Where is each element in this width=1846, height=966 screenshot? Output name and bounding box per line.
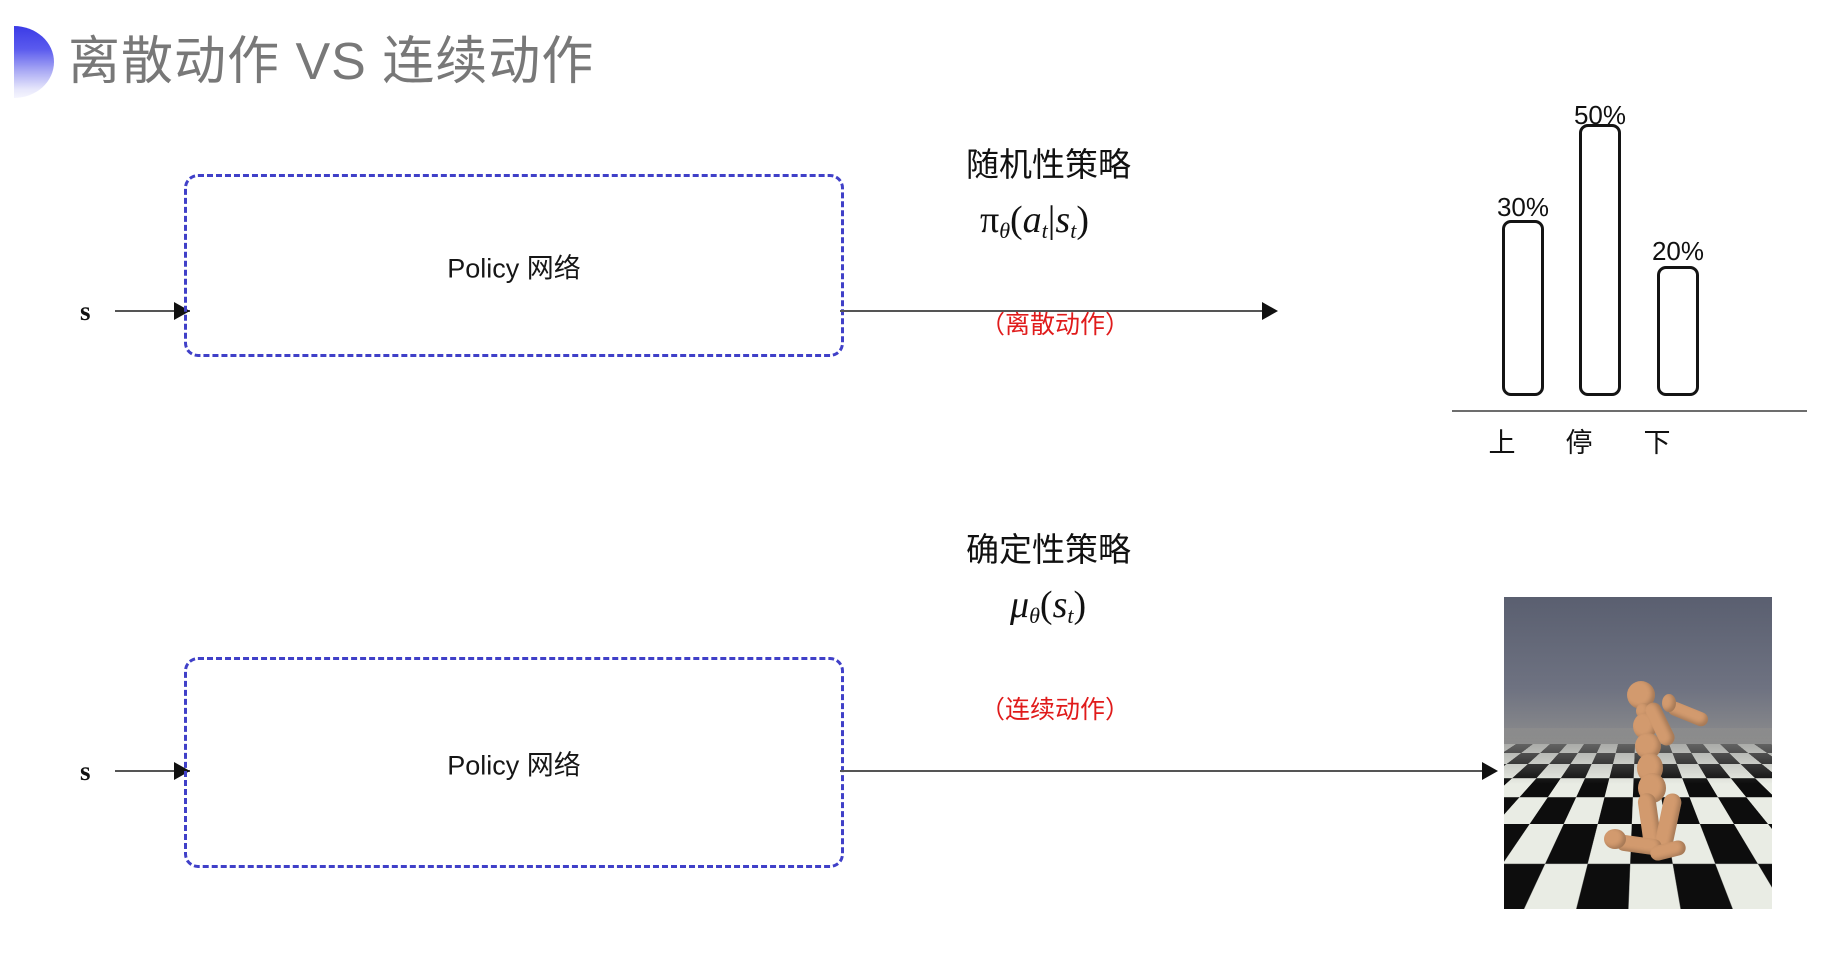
row2-policy-network-label: Policy 网络 — [447, 750, 581, 780]
row1-formula-open: ( — [1010, 199, 1023, 241]
row2-policy-caption: 确定性策略 — [966, 531, 1131, 568]
row2-formula-arg1: s — [1052, 584, 1068, 626]
row2-input-arrow-line — [115, 770, 190, 772]
row2-formula-arg1-sub: t — [1067, 603, 1074, 629]
bar-shang[interactable] — [1502, 220, 1544, 396]
row2-input-label: s — [80, 756, 91, 786]
row2-policy-note: （连续动作） — [980, 696, 1131, 724]
row2-formula-mu: μ — [1010, 584, 1030, 626]
row1-policy-network-label: Policy 网络 — [447, 253, 581, 283]
bar-value-xia: 20% — [1651, 236, 1705, 266]
bar-category-label-shang: 上 — [1488, 428, 1516, 458]
bar-value-shang: 30% — [1496, 192, 1550, 222]
bar-category-label-xia: 下 — [1643, 428, 1671, 458]
row1-formula-theta: θ — [999, 218, 1011, 244]
row2-policy-formula: μθ(st) — [1010, 583, 1086, 629]
humanoid-simulation-image[interactable] — [1504, 597, 1772, 909]
humanoid-foot — [1604, 829, 1626, 849]
row1-input-label: s — [80, 296, 91, 326]
title-bullet-icon — [14, 26, 54, 98]
row1-input-arrow-line — [115, 310, 190, 312]
row1-formula-pi: π — [980, 199, 1000, 241]
row1-output-arrow-line — [840, 310, 1272, 312]
row1-output-arrow-head — [1262, 302, 1278, 320]
row1-formula-arg2-sub: t — [1070, 218, 1077, 244]
bar-value-ting: 50% — [1573, 100, 1627, 130]
row2-output-arrow-head — [1482, 762, 1498, 780]
row1-formula-arg2: s — [1055, 199, 1071, 241]
row2-output-arrow-line — [840, 770, 1490, 772]
bar-category-label-ting: 停 — [1565, 428, 1593, 458]
row2-formula-theta: θ — [1029, 603, 1040, 629]
row2-formula-open: ( — [1039, 584, 1053, 626]
row1-policy-formula: πθ(at|st) — [980, 198, 1089, 244]
row2-formula-close: ) — [1073, 584, 1087, 626]
page-title: 离散动作 VS 连续动作 — [68, 33, 595, 91]
row1-formula-arg1: a — [1022, 199, 1042, 241]
bar-xia[interactable] — [1657, 266, 1699, 396]
row1-policy-network-box[interactable]: Policy 网络 — [184, 174, 844, 357]
bar-ting[interactable] — [1579, 124, 1621, 396]
humanoid-hand — [1662, 694, 1676, 712]
row1-formula-close: ) — [1076, 199, 1089, 241]
row1-formula-bar: | — [1047, 199, 1056, 241]
row1-policy-note: （离散动作） — [980, 311, 1131, 339]
bar-chart-axis-line — [1452, 410, 1807, 412]
row2-policy-network-box[interactable]: Policy 网络 — [184, 657, 844, 868]
discrete-action-bar-chart: 30% 50% 20% — [1462, 96, 1822, 396]
row1-formula-arg1-sub: t — [1041, 218, 1048, 244]
row1-policy-caption: 随机性策略 — [966, 146, 1131, 183]
